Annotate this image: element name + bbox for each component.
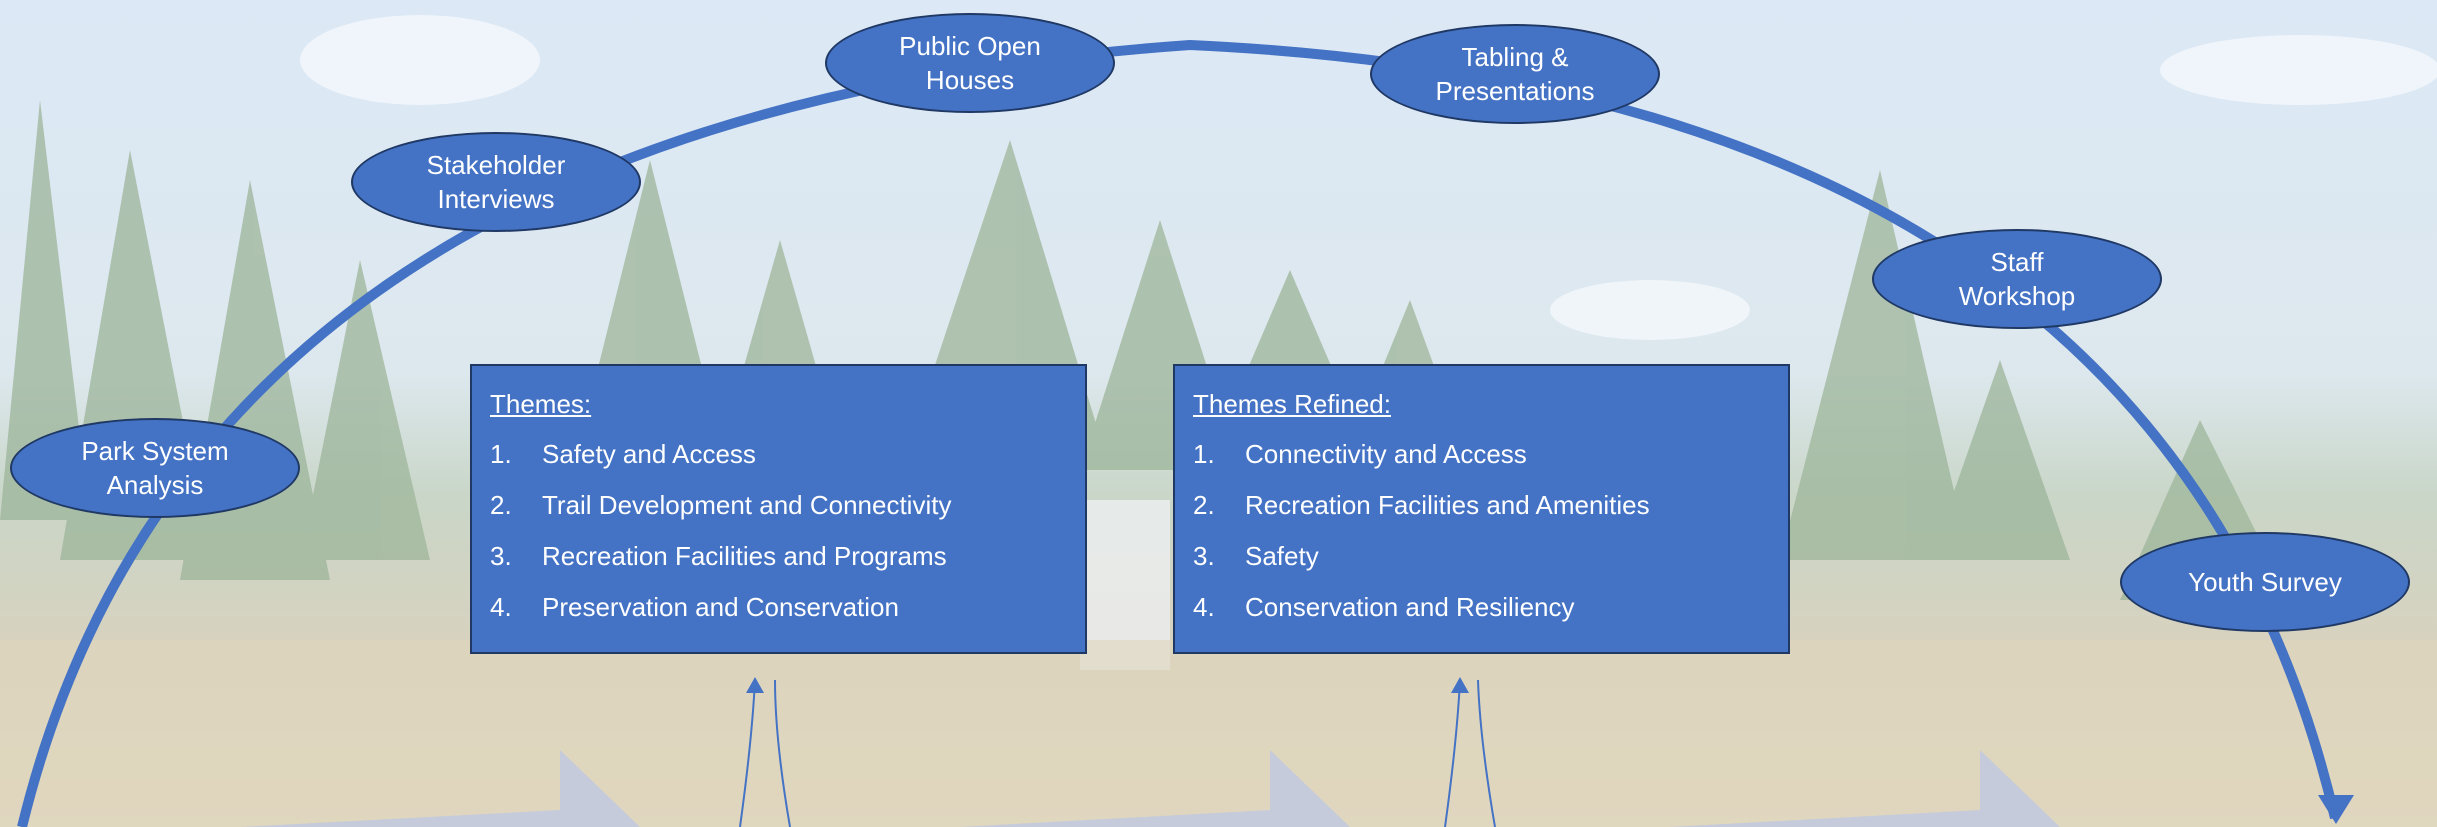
node-label-line: Staff bbox=[1990, 247, 2044, 277]
theme-refined-item: 1. Connectivity and Access bbox=[1193, 438, 1788, 489]
theme-label: Trail Development and Connectivity bbox=[542, 490, 952, 520]
node-label-line: Interviews bbox=[437, 184, 555, 214]
theme-label: Safety and Access bbox=[542, 439, 756, 469]
theme-number: 4. bbox=[490, 592, 512, 622]
theme-refined-item: 2. Recreation Facilities and Amenities bbox=[1193, 489, 1788, 540]
theme-refined-item: 3. Safety bbox=[1193, 540, 1788, 591]
theme-number: 4. bbox=[1193, 592, 1215, 622]
themes-title: Themes: bbox=[490, 389, 592, 419]
node-label-line: Presentations bbox=[1435, 76, 1595, 106]
node-tabling-presentations: Tabling & Presentations bbox=[1370, 24, 1660, 124]
theme-number: 3. bbox=[1193, 541, 1215, 571]
node-label-line: Analysis bbox=[106, 470, 204, 500]
node-label-line: Houses bbox=[925, 65, 1015, 95]
node-youth-survey: Youth Survey bbox=[2120, 532, 2410, 632]
node-label-line: Youth Survey bbox=[2188, 567, 2342, 597]
theme-number: 1. bbox=[1193, 439, 1215, 469]
theme-number: 2. bbox=[1193, 490, 1215, 520]
theme-label: Safety bbox=[1245, 541, 1319, 571]
theme-refined-item: 4. Conservation and Resiliency bbox=[1193, 591, 1788, 642]
theme-label: Conservation and Resiliency bbox=[1245, 592, 1575, 622]
theme-item: 2. Trail Development and Connectivity bbox=[490, 489, 1085, 540]
theme-number: 3. bbox=[490, 541, 512, 571]
theme-label: Connectivity and Access bbox=[1245, 439, 1527, 469]
theme-label: Preservation and Conservation bbox=[542, 592, 899, 622]
node-park-system-analysis: Park System Analysis bbox=[10, 418, 300, 518]
theme-number: 1. bbox=[490, 439, 512, 469]
node-label-line: Public Open bbox=[899, 31, 1041, 61]
node-label-line: Stakeholder bbox=[426, 150, 566, 180]
theme-item: 4. Preservation and Conservation bbox=[490, 591, 1085, 642]
theme-item: 1. Safety and Access bbox=[490, 438, 1085, 489]
node-public-open-houses: Public Open Houses bbox=[825, 13, 1115, 113]
theme-item: 3. Recreation Facilities and Programs bbox=[490, 540, 1085, 591]
node-staff-workshop: Staff Workshop bbox=[1872, 229, 2162, 329]
theme-number: 2. bbox=[490, 490, 512, 520]
themes-box: Themes: 1. Safety and Access 2. Trail De… bbox=[470, 364, 1087, 654]
themes-refined-title: Themes Refined: bbox=[1193, 389, 1391, 419]
node-label-line: Park System bbox=[81, 436, 229, 466]
node-label-line: Workshop bbox=[1958, 281, 2076, 311]
node-stakeholder-interviews: Stakeholder Interviews bbox=[351, 132, 641, 232]
theme-label: Recreation Facilities and Amenities bbox=[1245, 490, 1650, 520]
themes-refined-box: Themes Refined: 1. Connectivity and Acce… bbox=[1173, 364, 1790, 654]
theme-label: Recreation Facilities and Programs bbox=[542, 541, 947, 571]
node-label-line: Tabling & bbox=[1461, 42, 1569, 72]
